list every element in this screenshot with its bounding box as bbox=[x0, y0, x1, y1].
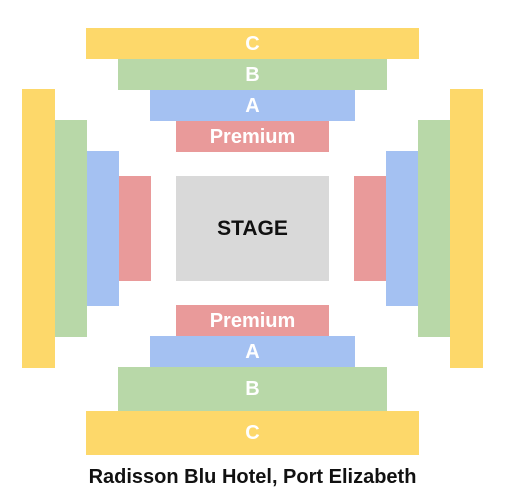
section-top-premium[interactable]: Premium bbox=[176, 121, 329, 152]
section-right-a[interactable] bbox=[386, 151, 418, 306]
section-top-b-label: B bbox=[245, 63, 260, 86]
section-right-premium[interactable] bbox=[354, 176, 386, 281]
section-bottom-c-label: C bbox=[245, 422, 260, 444]
stage-label: STAGE bbox=[217, 217, 288, 240]
section-left-c[interactable] bbox=[22, 89, 55, 368]
section-top-c-label: C bbox=[245, 32, 260, 55]
section-right-b[interactable] bbox=[418, 120, 450, 337]
section-bottom-b-label: B bbox=[245, 378, 260, 400]
venue-name: Radisson Blu Hotel, Port Elizabeth bbox=[88, 466, 417, 488]
section-top-a[interactable]: A bbox=[150, 90, 355, 121]
section-top-a-label: A bbox=[245, 94, 260, 117]
section-top-premium-label: Premium bbox=[209, 125, 296, 148]
section-bottom-a-label: A bbox=[245, 340, 260, 363]
section-top-b[interactable]: B bbox=[118, 59, 387, 90]
section-left-b[interactable] bbox=[55, 120, 87, 337]
section-bottom-premium[interactable]: Premium bbox=[176, 305, 329, 336]
stage: STAGE bbox=[176, 176, 329, 281]
section-bottom-b[interactable]: B bbox=[118, 367, 387, 411]
section-right-c[interactable] bbox=[450, 89, 483, 368]
section-bottom-a[interactable]: A bbox=[150, 336, 355, 367]
section-bottom-c[interactable]: C bbox=[86, 411, 419, 455]
section-left-a[interactable] bbox=[87, 151, 119, 306]
section-bottom-premium-label: Premium bbox=[209, 309, 296, 332]
section-left-premium[interactable] bbox=[119, 176, 151, 281]
section-top-c[interactable]: C bbox=[86, 28, 419, 59]
